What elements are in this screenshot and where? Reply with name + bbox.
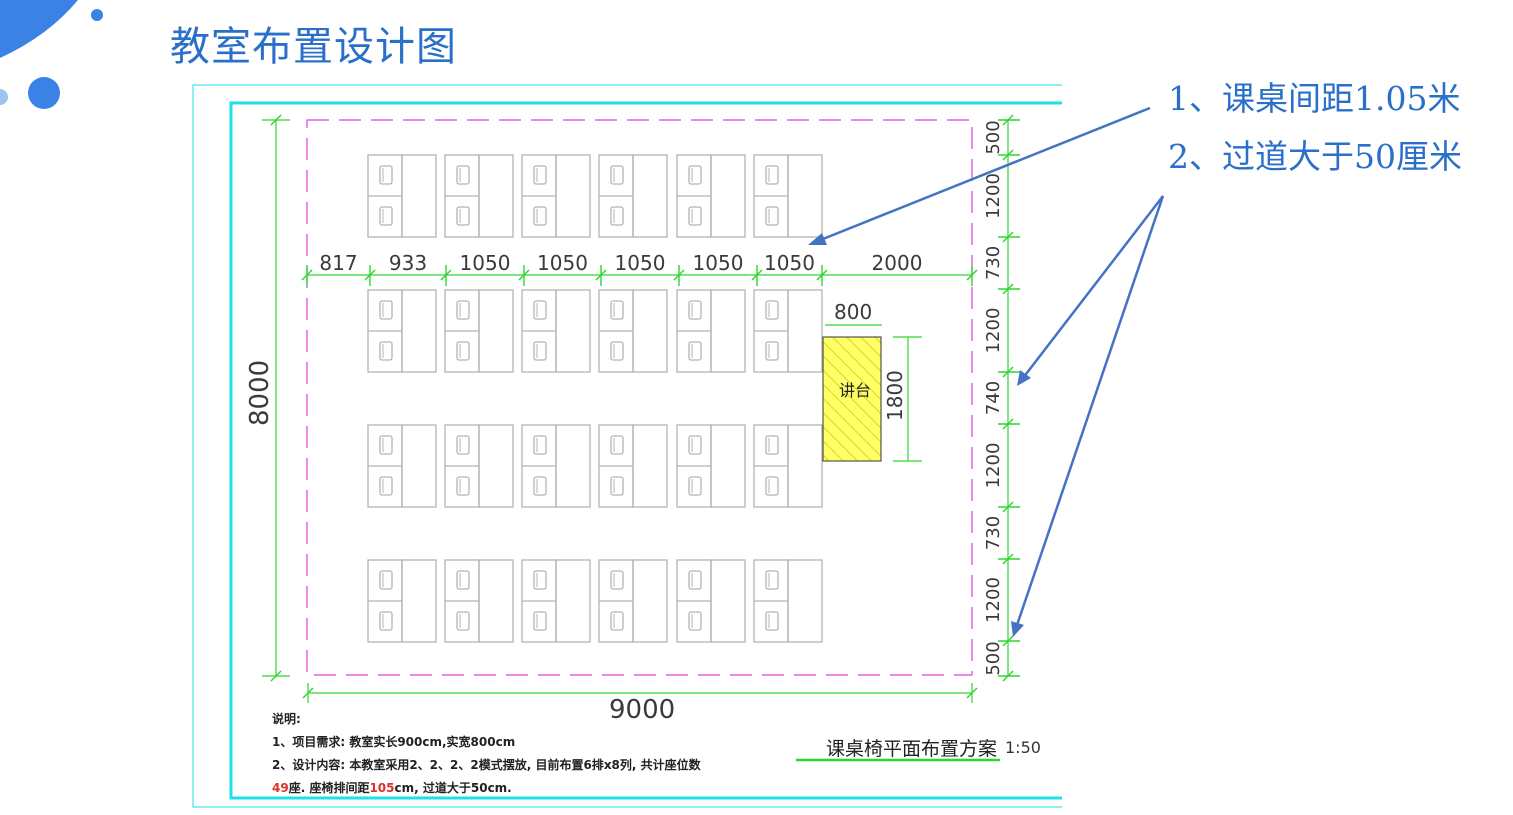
vertical-dimension-label: 1200 — [983, 577, 1004, 623]
desk-unit — [521, 289, 591, 373]
dimension-lines — [262, 119, 1009, 762]
horizontal-dimension-label: 817 — [319, 251, 357, 275]
notes-line-1: 1、项目需求: 教室实长900cm,实宽800cm — [272, 735, 516, 749]
corner-decoration — [0, 0, 103, 109]
overall-width-label: 9000 — [609, 695, 675, 725]
desk-unit — [598, 289, 668, 373]
desk-unit — [676, 559, 746, 643]
vertical-dimension-label: 740 — [983, 381, 1004, 415]
desk-unit — [521, 154, 591, 238]
plan-scale: 1:50 — [1005, 738, 1041, 757]
horizontal-dimension-label: 933 — [389, 251, 427, 275]
desk-unit — [444, 289, 514, 373]
horizontal-dimension-label: 1050 — [460, 251, 511, 275]
vertical-dimension-label: 730 — [983, 246, 1004, 280]
desk-unit — [753, 559, 823, 643]
horizontal-dimension-label: 1050 — [693, 251, 744, 275]
desk-unit — [521, 559, 591, 643]
page-title: 教室布置设计图 — [170, 24, 457, 70]
vertical-dimension-label: 1200 — [983, 308, 1004, 354]
desk-unit — [367, 154, 437, 238]
room-boundary — [306, 119, 973, 676]
annotation-arrows — [808, 106, 1165, 637]
design-notes: 说明: 1、项目需求: 教室实长900cm,实宽800cm 2、设计内容: 本教… — [272, 708, 701, 800]
podium-length-label: 1800 — [883, 370, 907, 421]
desk-unit — [676, 154, 746, 238]
horizontal-dimension-label: 1050 — [615, 251, 666, 275]
desk-unit — [367, 424, 437, 508]
podium-label: 讲台 — [839, 381, 871, 400]
desk-unit — [753, 424, 823, 508]
note-aisle-width: 2、过道大于50厘米 — [1168, 137, 1462, 176]
plan-title: 课桌椅平面布置方案 — [826, 738, 998, 760]
horizontal-dimension-label: 1050 — [537, 251, 588, 275]
podium-width-label: 800 — [834, 300, 872, 324]
desk-grid — [367, 154, 823, 643]
desk-unit — [676, 289, 746, 373]
note-desk-spacing: 1、课桌间距1.05米 — [1168, 79, 1461, 118]
overall-height-label: 8000 — [245, 360, 275, 426]
desk-unit — [598, 559, 668, 643]
vertical-dimension-label: 1200 — [983, 443, 1004, 489]
desk-unit — [598, 154, 668, 238]
desk-unit — [753, 154, 823, 238]
horizontal-dimension-label: 2000 — [872, 251, 923, 275]
sheet-inner-frame — [229, 101, 1075, 800]
desk-unit — [676, 424, 746, 508]
horizontal-dimension-label: 1050 — [764, 251, 815, 275]
row-spacing-value: 105 — [369, 781, 395, 795]
notes-line-3: 49座. 座椅排间距105cm, 过道大于50cm. — [272, 781, 512, 795]
vertical-dimension-label: 730 — [983, 516, 1004, 550]
desk-unit — [598, 424, 668, 508]
desk-unit — [367, 289, 437, 373]
vertical-dimension-label: 500 — [983, 641, 1004, 675]
desk-unit — [444, 154, 514, 238]
desk-unit — [444, 424, 514, 508]
podium: 讲台 — [822, 336, 882, 462]
desk-unit — [367, 559, 437, 643]
vertical-dimension-label: 1200 — [983, 173, 1004, 219]
desk-unit — [753, 289, 823, 373]
desk-unit — [444, 559, 514, 643]
annotation-notes: 1、课桌间距1.05米 2、过道大于50厘米 — [1168, 70, 1462, 186]
seat-count: 49 — [272, 781, 289, 795]
notes-heading: 说明: — [272, 712, 301, 726]
desk-unit — [521, 424, 591, 508]
vertical-dimension-label: 500 — [983, 120, 1004, 154]
notes-line-2: 2、设计内容: 本教室采用2、2、2、2模式摆放, 目前布置6排x8列, 共计座… — [272, 758, 701, 772]
